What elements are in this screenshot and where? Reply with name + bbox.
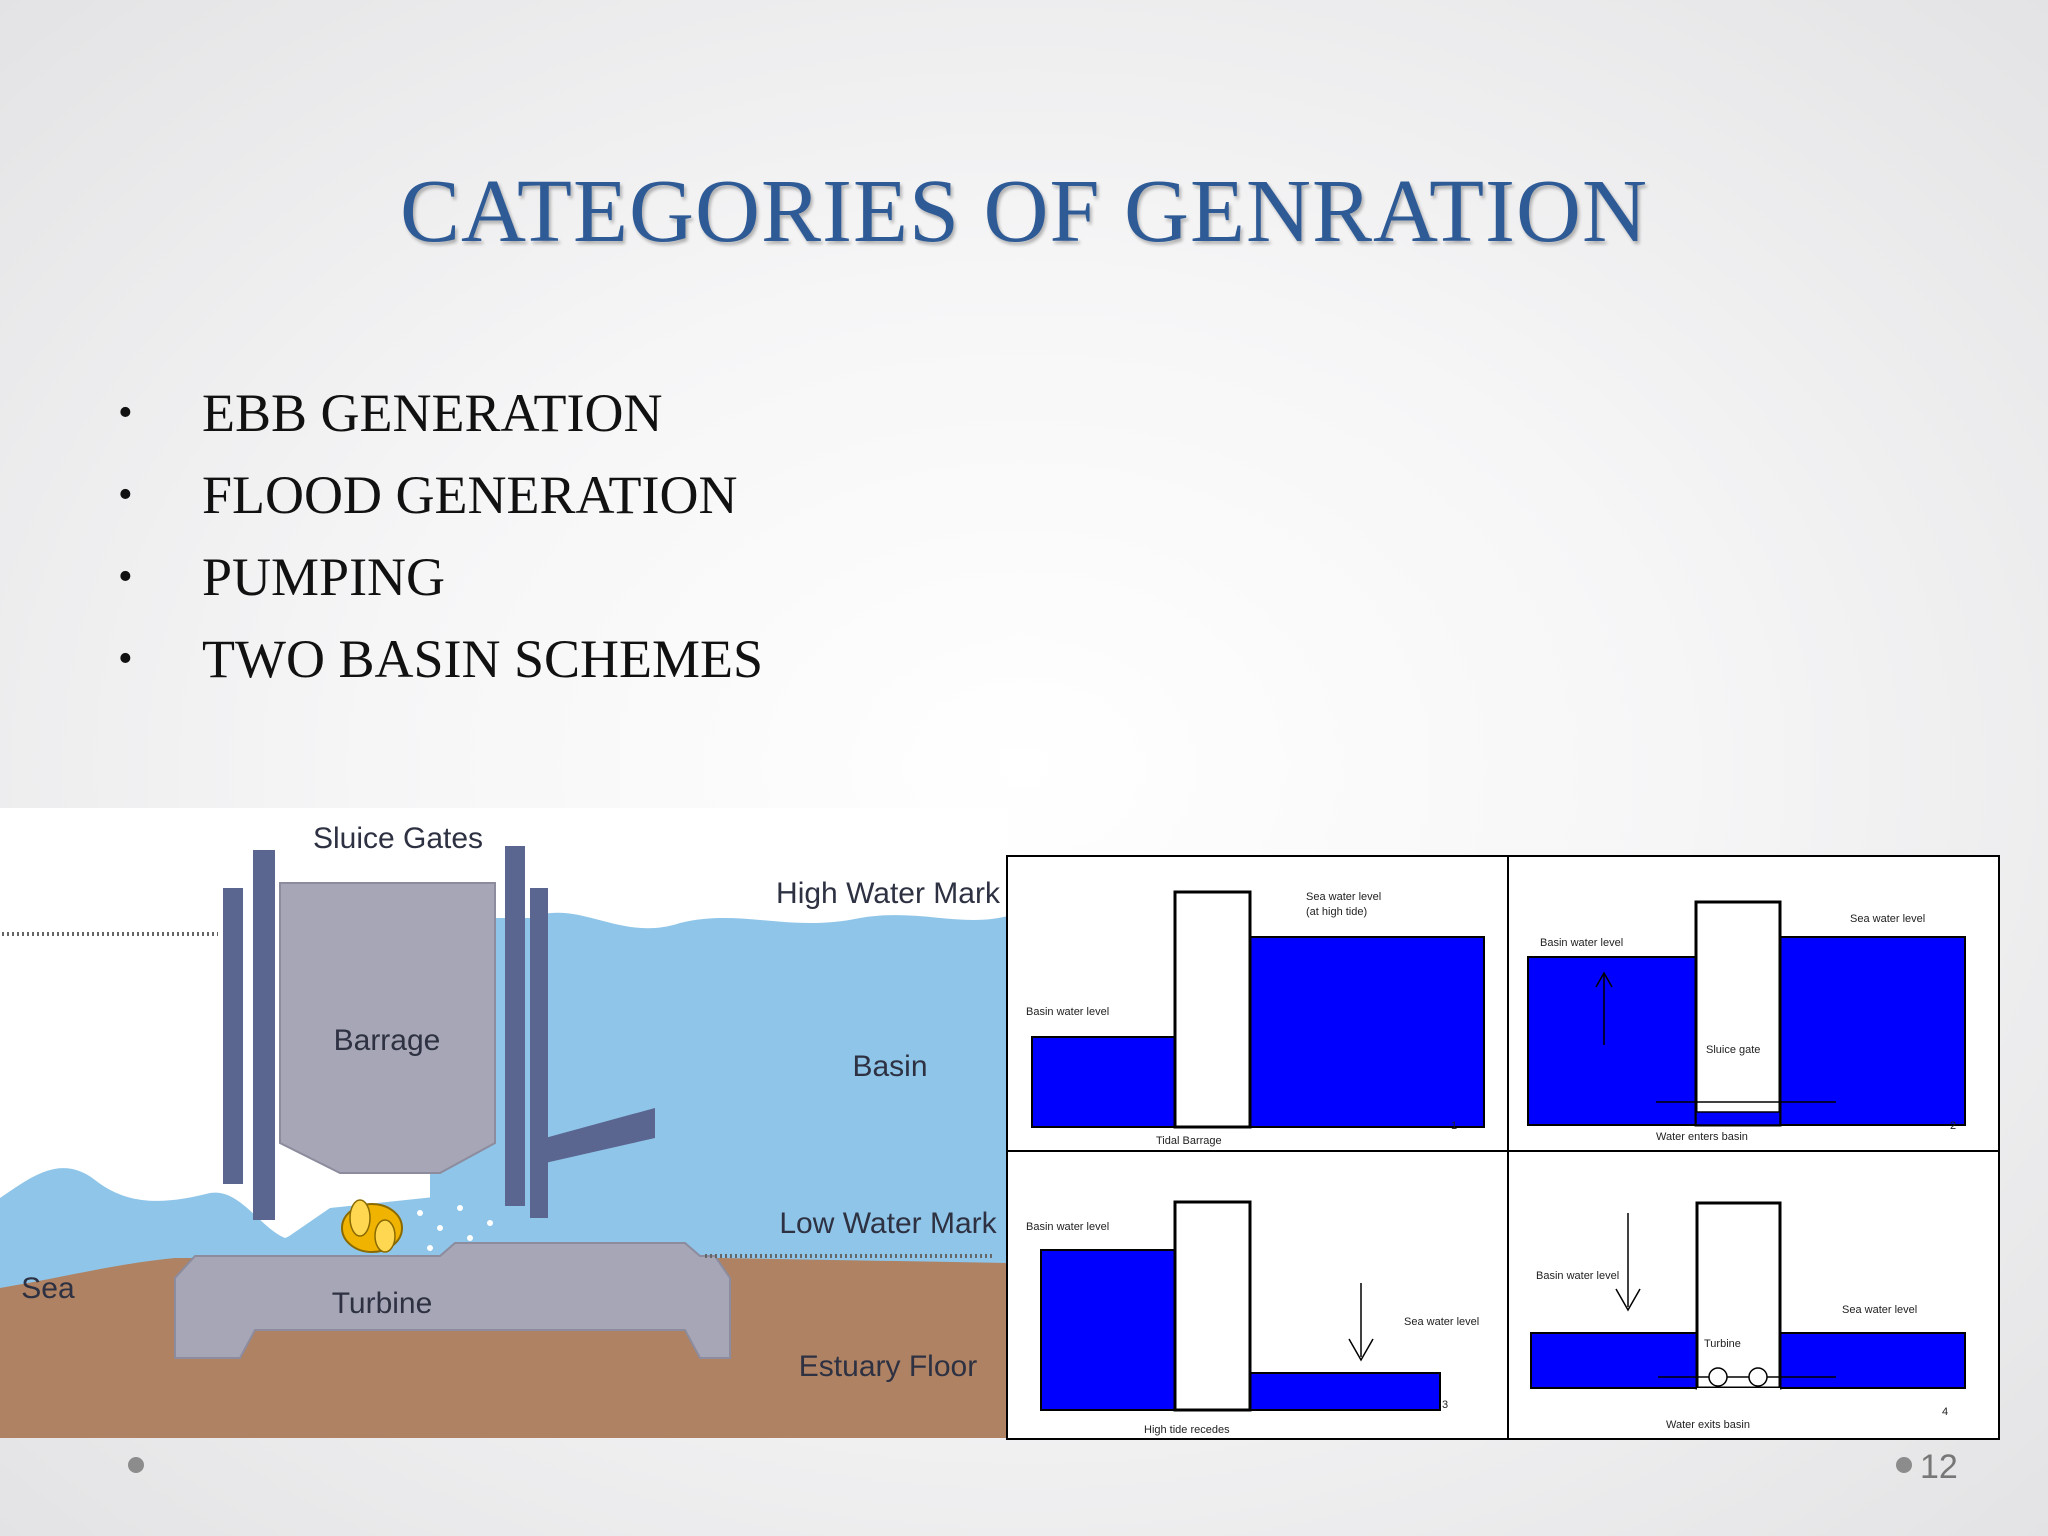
estuary-floor-label: Estuary Floor <box>799 1350 977 1383</box>
svg-text:Basin water level: Basin water level <box>1540 937 1623 949</box>
svg-text:Sea water level: Sea water level <box>1306 891 1381 903</box>
bullet-item: •TWO BASIN SCHEMES <box>118 629 764 689</box>
turbine-icon <box>341 1199 403 1253</box>
panel-3: Basin water level Sea water level High t… <box>1026 1200 1479 1436</box>
bullet-item: •EBB GENERATION <box>118 383 663 443</box>
sluice-gates-label: Sluice Gates <box>313 822 483 855</box>
svg-text:Basin water level: Basin water level <box>1536 1270 1619 1282</box>
bullet-item: •PUMPING <box>118 547 446 607</box>
barrage-cross-section-diagram: Sluice Gates High Water Mark Barrage Bas… <box>0 808 1008 1438</box>
svg-text:4: 4 <box>1942 1406 1948 1418</box>
sea-label: Sea <box>21 1272 75 1305</box>
ebb-generation-sequence-diagram: Sea water level (at high tide) Basin wat… <box>1006 855 2000 1440</box>
svg-text:Water exits basin: Water exits basin <box>1666 1419 1750 1431</box>
svg-text:Water enters basin: Water enters basin <box>1656 1131 1748 1143</box>
bullet-dot-icon: • <box>118 554 133 600</box>
bullet-dot-icon: • <box>118 390 133 436</box>
page-number: 12 <box>1920 1448 1958 1486</box>
bullet-dot-icon: • <box>118 636 133 682</box>
basin-label: Basin <box>852 1050 927 1083</box>
svg-text:2: 2 <box>1950 1120 1956 1132</box>
panel-1: Sea water level (at high tide) Basin wat… <box>1026 890 1485 1147</box>
svg-text:Turbine: Turbine <box>1704 1338 1741 1350</box>
slide-title: CATEGORIES OF GENRATION <box>399 162 1649 261</box>
svg-text:3: 3 <box>1442 1399 1448 1411</box>
svg-text:Sea water level: Sea water level <box>1842 1304 1917 1316</box>
low-water-mark-label: Low Water Mark <box>779 1207 997 1240</box>
bullet-list: •EBB GENERATION •FLOOD GENERATION •PUMPI… <box>118 372 763 700</box>
svg-text:Tidal Barrage: Tidal Barrage <box>1156 1135 1222 1147</box>
footer-right-dot-icon <box>1896 1457 1912 1473</box>
svg-text:Sluice gate: Sluice gate <box>1706 1044 1760 1056</box>
high-water-mark-label: High Water Mark <box>776 877 1001 910</box>
panel-4: Basin water level Sea water level Turbin… <box>1530 1201 1966 1431</box>
bullet-item: •FLOOD GENERATION <box>118 465 738 525</box>
svg-text:Sea water level: Sea water level <box>1404 1316 1479 1328</box>
barrage-label: Barrage <box>334 1024 441 1057</box>
bullet-dot-icon: • <box>118 472 133 518</box>
svg-text:Basin water level: Basin water level <box>1026 1006 1109 1018</box>
svg-text:High tide recedes: High tide recedes <box>1144 1424 1230 1436</box>
svg-text:Sea water level: Sea water level <box>1850 913 1925 925</box>
footer-left-dot-icon <box>128 1457 144 1473</box>
turbine-label: Turbine <box>332 1287 433 1320</box>
svg-text:Basin water level: Basin water level <box>1026 1221 1109 1233</box>
svg-text:1: 1 <box>1451 1120 1457 1132</box>
panel-2: Sea water level Basin water level Sluice… <box>1527 900 1966 1143</box>
svg-text:(at high tide): (at high tide) <box>1306 906 1367 918</box>
